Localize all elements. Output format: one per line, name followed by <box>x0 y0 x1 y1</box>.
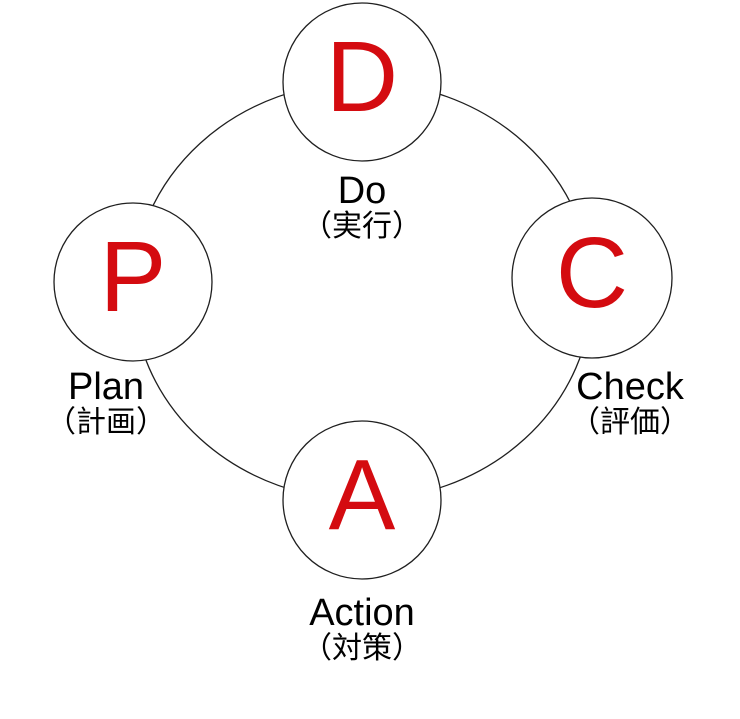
do-label-ja: （実行） <box>302 210 422 243</box>
action-label-en: Action <box>309 592 415 634</box>
plan-label: Plan （計画） <box>0 368 236 441</box>
do-circle <box>282 2 442 162</box>
action-label-ja: （対策） <box>302 632 422 665</box>
check-letter: C <box>555 217 629 329</box>
do-label: Do （実行） <box>232 172 492 245</box>
do-letter: D <box>325 21 399 133</box>
check-label-en: Check <box>576 366 684 408</box>
check-circle <box>511 197 673 359</box>
plan-label-en: Plan <box>67 366 145 408</box>
action-label: Action （対策） <box>232 594 492 667</box>
action-circle <box>282 420 442 580</box>
plan-letter: P <box>99 221 167 333</box>
check-label-ja: （評価） <box>570 406 690 439</box>
plan-label-ja: （計画） <box>46 406 166 439</box>
action-letter: A <box>328 439 396 551</box>
check-label: Check （評価） <box>500 368 740 441</box>
plan-circle <box>53 202 213 362</box>
do-label-en: Do <box>337 170 387 212</box>
